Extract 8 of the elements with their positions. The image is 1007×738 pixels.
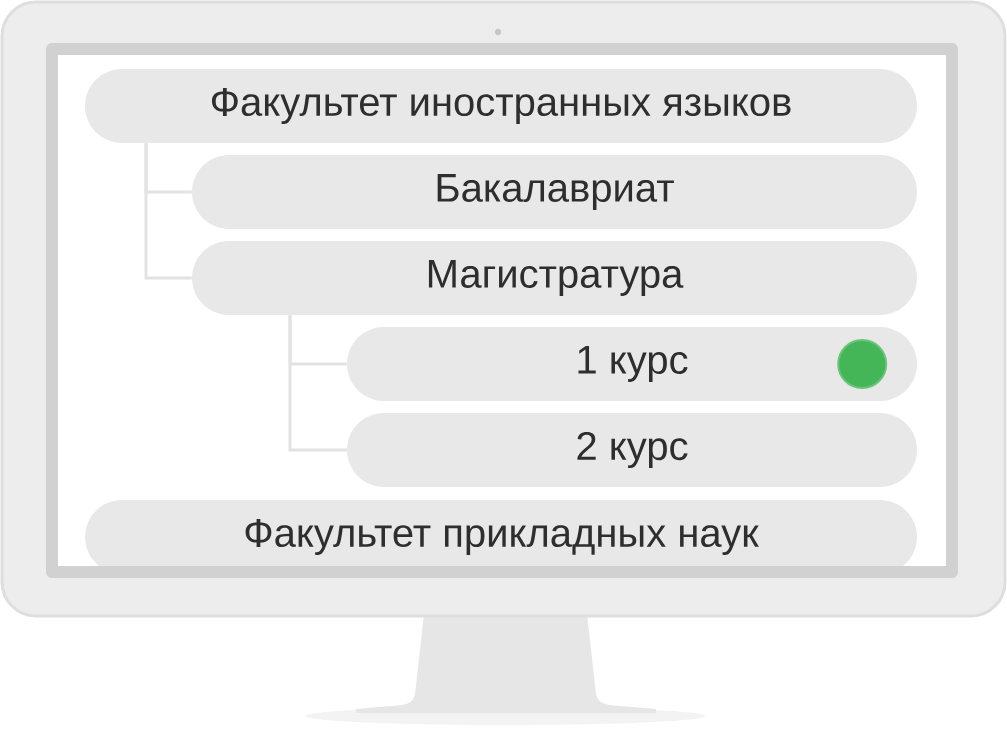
tree-connector bbox=[144, 143, 192, 280]
tree-connector bbox=[288, 315, 347, 452]
pill-box: Магистратура bbox=[192, 241, 917, 315]
pill-box: Факультет иностранных языков bbox=[85, 69, 917, 143]
pill-box: 1 курс bbox=[347, 327, 917, 401]
pill-box: Факультет прикладных наук bbox=[85, 500, 917, 566]
pill-box: 2 курс bbox=[347, 413, 917, 487]
pill-box: Бакалавриат bbox=[192, 155, 917, 229]
